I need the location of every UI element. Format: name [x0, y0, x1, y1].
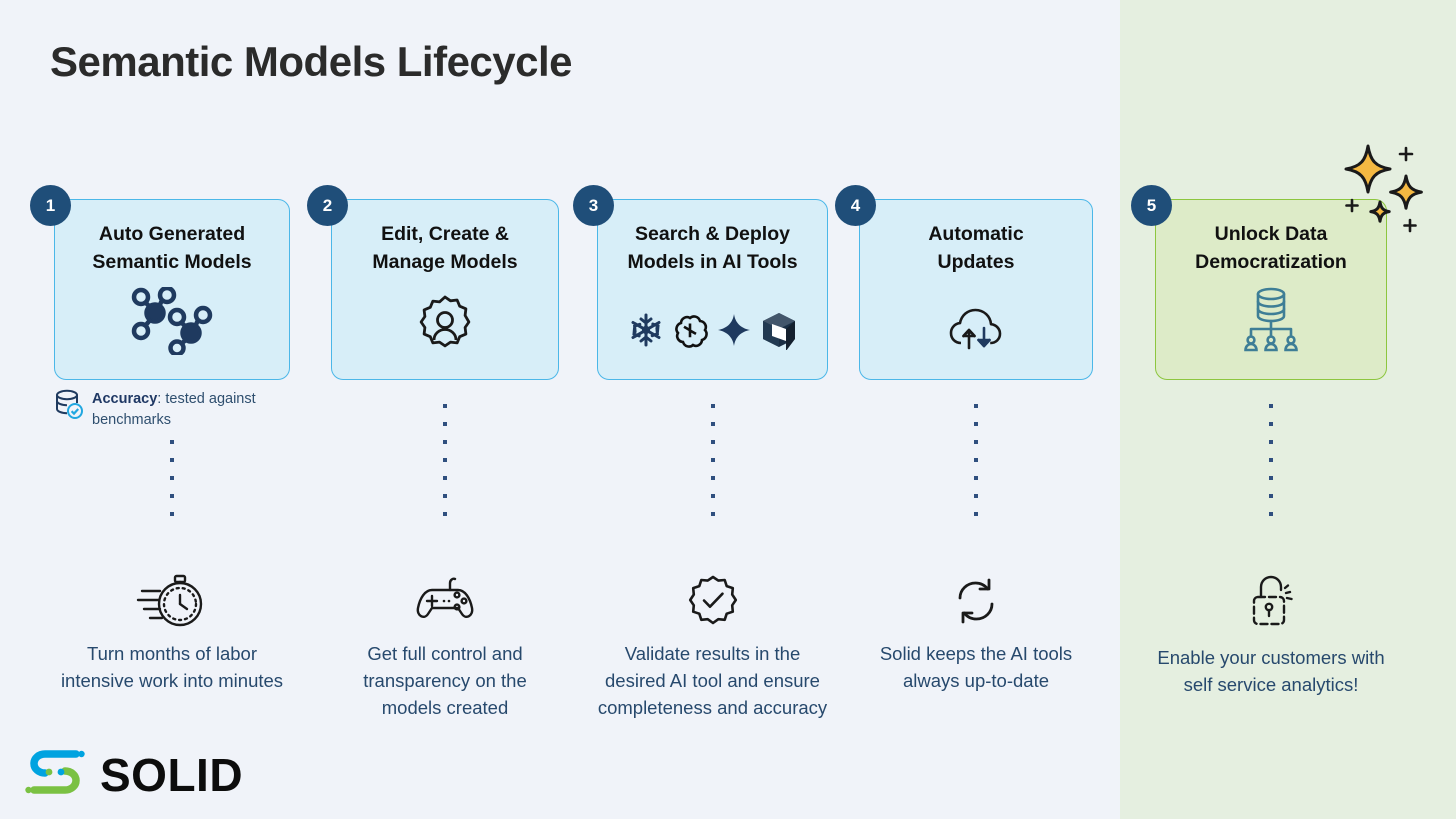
- step-card-4[interactable]: Automatic Updates: [859, 199, 1093, 380]
- benefit-text-5: Enable your customers with self service …: [1157, 647, 1385, 695]
- database-people-icon: [1235, 283, 1307, 355]
- connector-dots-5: [1269, 404, 1273, 530]
- refresh-arrows-icon: [951, 572, 1001, 630]
- benefit-text-4: Solid keeps the AI tools always up-to-da…: [879, 643, 1073, 691]
- step-card-5[interactable]: Unlock Data Democratization: [1155, 199, 1387, 380]
- step-card-title-1: Auto Generated Semantic Models: [92, 223, 252, 274]
- unlocked-padlock-icon: [1245, 572, 1297, 630]
- cloud-sync-icon: [945, 303, 1007, 355]
- solid-s-mark: [24, 742, 86, 807]
- benefit-text-3: Validate results in the desired AI tool …: [597, 643, 828, 718]
- step-card-title-4: Automatic Updates: [928, 223, 1024, 274]
- step-column-4: 4 Automatic Updates: [835, 0, 1093, 819]
- step-card-title-2: Edit, Create & Manage Models: [372, 223, 518, 274]
- connector-dots-3: [710, 404, 715, 530]
- step-card-title-3: Search & Deploy Models in AI Tools: [627, 223, 798, 274]
- benefit-block-4: Solid keeps the AI tools always up-to-da…: [859, 572, 1093, 694]
- step-badge-2: 2: [307, 185, 348, 226]
- step-card-title-5: Unlock Data Democratization: [1195, 223, 1347, 274]
- benefit-block-2: Get full control and transparency on the…: [331, 572, 559, 721]
- stopwatch-icon: [134, 572, 210, 630]
- connector-dots-2: [443, 404, 447, 530]
- ai-tool-logos: [627, 310, 799, 355]
- openai-icon: [671, 311, 709, 354]
- gear-person-icon: [414, 293, 476, 355]
- network-nodes-icon: [129, 287, 215, 355]
- step-column-3: 3 Search & Deploy Models in AI Tools: [573, 0, 828, 819]
- step-card-1[interactable]: Auto Generated Semantic Models: [54, 199, 290, 380]
- snowflake-icon: [627, 311, 665, 354]
- solid-logo-text: SOLID: [100, 748, 244, 801]
- page-title: Semantic Models Lifecycle: [50, 38, 573, 85]
- solid-logo[interactable]: SOLID: [24, 742, 243, 807]
- accuracy-label: Accuracy: [92, 391, 158, 407]
- step-badge-3: 3: [573, 185, 614, 226]
- gemini-sparkle-icon: [715, 311, 753, 354]
- step-column-5: 5 Unlock Data Democratization: [1131, 0, 1387, 819]
- step-badge-4: 4: [835, 185, 876, 226]
- cube-3d-icon: [759, 310, 799, 355]
- gamepad-icon: [410, 572, 480, 630]
- accuracy-note-text: Accuracy: tested against benchmarks: [92, 388, 279, 430]
- accuracy-detail: : tested against benchmarks: [92, 391, 256, 428]
- benefit-block-1: Turn months of labor intensive work into…: [54, 572, 290, 694]
- gold-sparkles-decoration: [1330, 138, 1450, 250]
- database-check-icon: [54, 388, 84, 425]
- step-badge-1: 1: [30, 185, 71, 226]
- connector-dots-4: [974, 404, 978, 530]
- step-card-2[interactable]: Edit, Create & Manage Models: [331, 199, 559, 380]
- step-badge-5: 5: [1131, 185, 1172, 226]
- accuracy-note: Accuracy: tested against benchmarks: [54, 388, 279, 430]
- benefit-text-1: Turn months of labor intensive work into…: [60, 643, 284, 691]
- green-highlight-panel: [1120, 0, 1456, 819]
- benefit-text-2: Get full control and transparency on the…: [363, 643, 527, 718]
- verified-check-icon: [685, 572, 741, 630]
- step-column-1: 1 Auto Generated Semantic Models: [30, 0, 290, 819]
- step-card-3[interactable]: Search & Deploy Models in AI Tools: [597, 199, 828, 380]
- benefit-block-5: Enable your customers with self service …: [1155, 572, 1387, 698]
- benefit-block-3: Validate results in the desired AI tool …: [597, 572, 828, 721]
- step-column-2: 2 Edit, Create & Manage Models: [307, 0, 559, 819]
- connector-dots-1: [170, 440, 174, 530]
